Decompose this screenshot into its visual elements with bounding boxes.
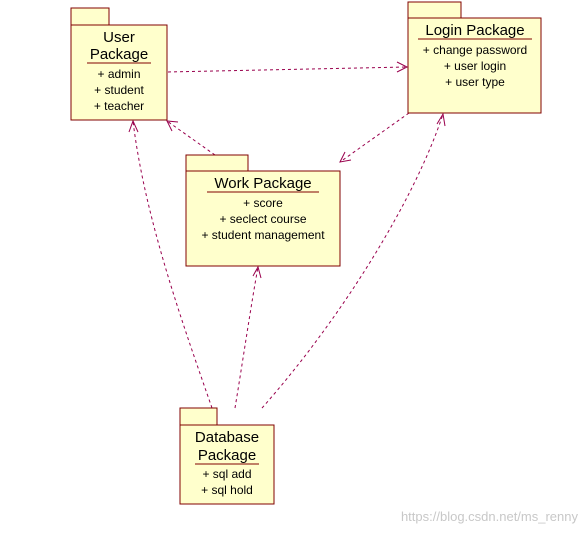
package-name-line-2: Package [90, 46, 148, 63]
package-body [70, 24, 168, 121]
package-item: + sql add [202, 467, 251, 481]
package-name-line-2: Package [198, 447, 256, 464]
dependency-line [166, 120, 216, 156]
dependency-line [132, 120, 213, 409]
dependency-database-to-user [128, 119, 213, 409]
package-item: + seclect course [219, 212, 306, 226]
dependency-line [234, 266, 259, 409]
login-package[interactable]: Login Package + change password + user l… [407, 1, 542, 114]
dependency-arrowhead [128, 119, 139, 133]
dependency-line [167, 66, 408, 73]
package-tab [185, 154, 249, 172]
dependency-arrowhead [339, 151, 352, 163]
package-item: + user type [445, 75, 505, 89]
user-package[interactable]: User Package + admin + student + teacher [70, 7, 168, 121]
dependency-database-to-work [234, 265, 262, 409]
dependency-arrowhead [436, 112, 446, 127]
package-item: + student [94, 83, 144, 97]
package-body [185, 170, 341, 267]
package-name-line-1: Login Package [425, 22, 524, 39]
dependency-user-to-login [167, 61, 409, 73]
package-item: + admin [97, 67, 140, 81]
dependency-work-to-user [166, 120, 216, 156]
package-name-line-1: Database [195, 429, 259, 446]
dependency-line [339, 112, 410, 163]
dependency-arrowhead [166, 120, 179, 132]
package-item: + student management [201, 228, 325, 242]
package-item: + user login [444, 59, 506, 73]
watermark-text: https://blog.csdn.net/ms_renny [401, 509, 579, 524]
package-tab [70, 7, 110, 26]
dependency-login-to-work [339, 112, 410, 163]
dependency-arrowhead [396, 61, 409, 73]
dependency-database-to-login [261, 112, 446, 409]
package-name-line-1: User [103, 29, 135, 46]
package-item: + sql hold [201, 483, 253, 497]
work-package[interactable]: Work Package + score + seclect course + … [185, 154, 341, 267]
package-item: + teacher [94, 99, 144, 113]
package-tab [179, 407, 218, 426]
package-item: + change password [423, 43, 527, 57]
database-package[interactable]: Database Package + sql add + sql hold [179, 407, 275, 505]
package-name-line-1: Work Package [214, 175, 311, 192]
dependency-arrowhead [252, 265, 262, 279]
package-body [407, 17, 542, 114]
package-tab [407, 1, 462, 19]
package-item: + score [243, 196, 283, 210]
